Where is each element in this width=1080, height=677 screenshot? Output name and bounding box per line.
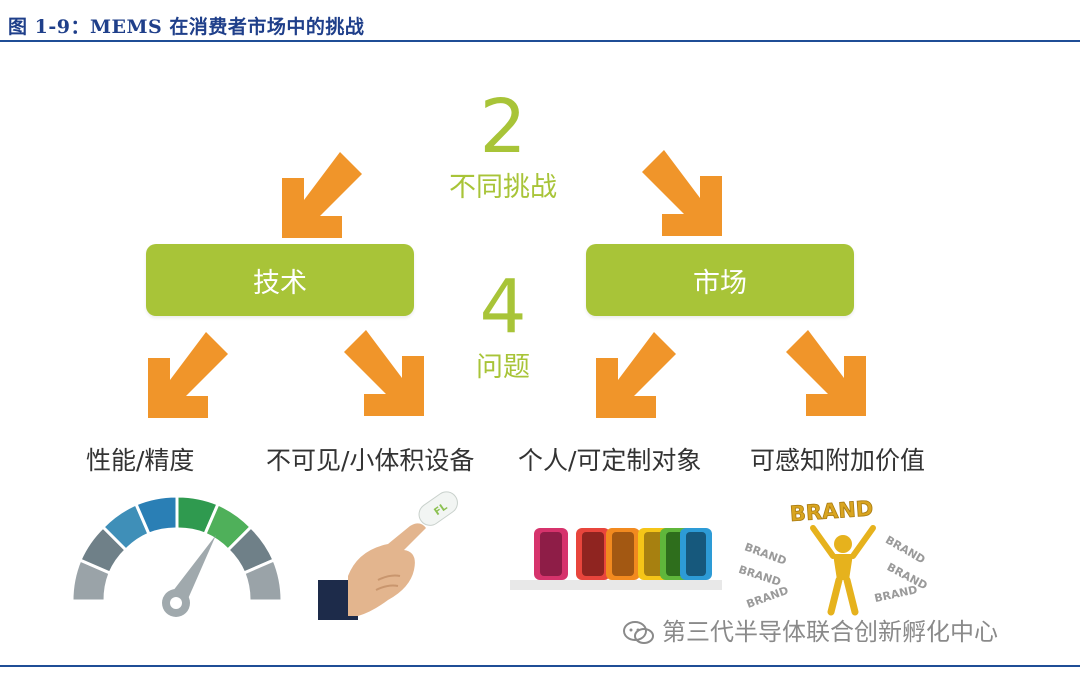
watermark: 第三代半导体联合创新孵化中心	[622, 612, 998, 647]
tech-category-box: 技术	[146, 244, 414, 316]
arrow-to-market-icon	[642, 150, 722, 236]
svg-text:BRAND: BRAND	[873, 583, 918, 605]
arrow-to-tech-icon	[282, 152, 362, 238]
issue-personal-object: 个人/可定制对象	[518, 446, 702, 475]
issue-invisible-device: 不可见/小体积设备	[266, 446, 475, 475]
brand-text: BRAND	[789, 496, 874, 526]
wechat-icon	[623, 621, 654, 644]
issue-perceived-value: 可感知附加价值	[750, 446, 926, 475]
gauge-icon	[70, 494, 284, 617]
challenges-number: 2	[479, 84, 527, 170]
market-category-box: 市场	[586, 244, 854, 316]
svg-text:BRAND: BRAND	[737, 563, 783, 589]
bracelets-icon	[510, 528, 722, 590]
challenges-label: 不同挑战	[449, 172, 557, 203]
arrow-to-invisible-icon	[344, 330, 424, 416]
arrow-to-personal-icon	[596, 332, 676, 418]
svg-text:BRAND: BRAND	[745, 584, 791, 611]
watermark-text: 第三代半导体联合创新孵化中心	[662, 618, 998, 646]
issue-performance: 性能/精度	[86, 446, 195, 475]
issues-number: 4	[479, 264, 527, 350]
arrow-to-performance-icon	[148, 332, 228, 418]
figure-title: 图 1-9：MEMS 在消费者市场中的挑战	[8, 16, 365, 38]
hand-device-icon: FL	[318, 491, 458, 620]
svg-text:BRAND: BRAND	[743, 540, 789, 567]
brand-figure-icon: BRAND BRAND BRAND BRAND BRAND BRAND BRAN…	[737, 496, 929, 616]
top-divider	[0, 40, 1080, 42]
arrow-to-value-icon	[786, 330, 866, 416]
issues-label: 问题	[476, 352, 530, 383]
bottom-divider	[0, 665, 1080, 667]
